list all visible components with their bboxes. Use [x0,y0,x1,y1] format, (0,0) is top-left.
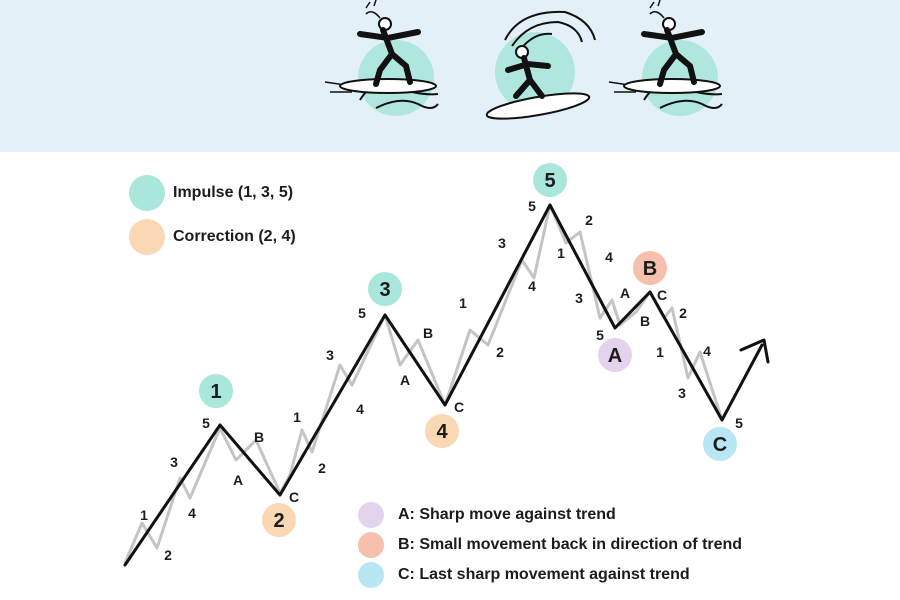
subwave-label: A [400,372,410,388]
wave-a-marker: A [598,338,632,372]
legend-correction: Correction (2, 4) [129,219,296,255]
surfer-left-illustration [325,0,438,116]
key-b: B: Small movement back in direction of t… [358,532,742,558]
subwave-label: 2 [585,212,593,228]
subwave-label: 5 [358,305,366,321]
legend-impulse: Impulse (1, 3, 5) [129,175,293,211]
wave-4-marker: 4 [425,414,459,448]
subwave-label: C [454,399,464,415]
subwave-label: 5 [596,327,604,343]
subwave-label: B [423,325,433,341]
key-c: C: Last sharp movement against trend [358,562,690,588]
wave-3-marker: 3 [368,272,402,306]
subwave-label: 4 [605,249,613,265]
wave-c-marker: C [703,427,737,461]
subwave-label: 2 [318,460,326,476]
surfer-middle-illustration [485,12,595,124]
impulse-color-dot [129,175,165,211]
subwave-label: 3 [498,235,506,251]
wave-5-marker: 5 [533,163,567,197]
subwave-label: A [620,285,630,301]
svg-text:3: 3 [379,279,390,301]
svg-text:5: 5 [544,170,555,192]
subwave-label: B [640,313,650,329]
wave-1-marker: 1 [199,374,233,408]
subwave-label: 5 [528,198,536,214]
subwave-label: 1 [293,409,301,425]
svg-text:A: A [608,345,622,367]
subwave-label: C [289,489,299,505]
c-color-dot [358,562,384,588]
svg-text:C: C [713,434,727,456]
key-b-text: B: Small movement back in direction of t… [398,536,742,554]
wave-2-marker: 2 [262,503,296,537]
key-a: A: Sharp move against trend [358,502,616,528]
subwave-label: A [233,472,243,488]
wave-b-marker: B [633,251,667,285]
subwave-label: 5 [202,415,210,431]
correction-color-dot [129,219,165,255]
legend-impulse-label: Impulse (1, 3, 5) [173,184,293,202]
subwave-label: 2 [496,344,504,360]
subwave-label: 4 [703,343,711,359]
subwave-label: 1 [557,245,565,261]
a-color-dot [358,502,384,528]
key-a-text: A: Sharp move against trend [398,506,616,524]
subwave-label: C [657,287,667,303]
legend-correction-label: Correction (2, 4) [173,228,296,246]
subwave-label: 3 [170,454,178,470]
svg-text:1: 1 [210,381,221,403]
svg-text:4: 4 [436,421,448,443]
subwave-label: 2 [164,547,172,563]
subwave-label: 3 [575,290,583,306]
subwave-label: 3 [678,385,686,401]
subwave-label: 2 [679,305,687,321]
subwave-label: B [254,429,264,445]
subwave-label: 5 [735,415,743,431]
subwave-label: 1 [459,295,467,311]
b-color-dot [358,532,384,558]
key-c-text: C: Last sharp movement against trend [398,566,690,584]
surfer-right-illustration [609,0,722,116]
subwave-label: 4 [528,278,536,294]
subwave-label: 3 [326,347,334,363]
subwave-label: 1 [140,507,148,523]
svg-text:2: 2 [273,510,284,532]
svg-text:B: B [643,258,657,280]
subwave-label: 4 [188,505,196,521]
subwave-label: 4 [356,401,364,417]
subwave-label: 1 [656,344,664,360]
